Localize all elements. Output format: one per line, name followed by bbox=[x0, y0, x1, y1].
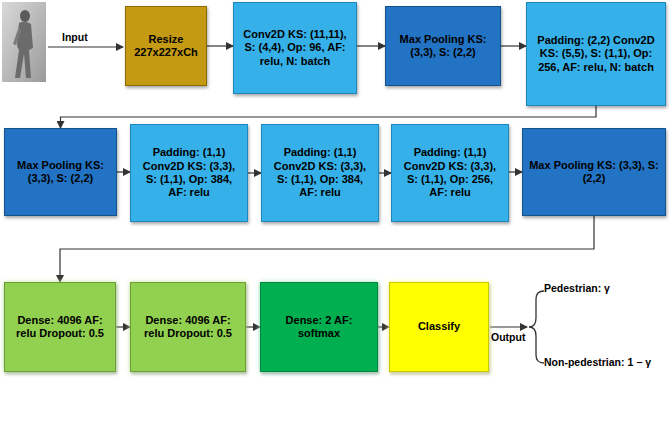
class-label: Non-pedestrian: 1 − γ bbox=[544, 356, 651, 369]
node-label: Dense: 4096 AF: relu Dropout: 0.5 bbox=[10, 314, 110, 341]
node-label: Max Pooling KS: (3,3), S: (2,2) bbox=[528, 159, 660, 186]
node-label: Dense: 2 AF: softmax bbox=[266, 314, 372, 341]
dense-box: Dense: 4096 AF: relu Dropout: 0.5 bbox=[130, 282, 246, 372]
output-arrow bbox=[490, 326, 527, 327]
node-text-group: Padding: (1,1) Conv2D KS: (3,3), S: (1,1… bbox=[397, 146, 503, 200]
node-label: Conv2D KS: (11,11), S: (4,4), Op: 96, AF… bbox=[239, 28, 351, 68]
flow-arrow bbox=[117, 171, 130, 172]
node-label: Padding: (1,1) Conv2D KS: (3,3), S: (1,1… bbox=[136, 146, 242, 200]
softmax-box: Dense: 2 AF: softmax bbox=[260, 282, 378, 372]
flow-arrow bbox=[378, 326, 389, 327]
flow-arrow bbox=[379, 172, 391, 173]
node-label: Dense: 4096 AF: relu Dropout: 0.5 bbox=[136, 314, 240, 341]
node-text-group: Max Pooling KS: (3,3), S: (2,2) bbox=[10, 159, 111, 186]
node-text-group: Dense: 4096 AF: relu Dropout: 0.5 bbox=[10, 314, 110, 341]
resize-box: Resize 227x227xCh bbox=[125, 6, 207, 86]
conv-box: Padding: (1,1) Conv2D KS: (3,3), S: (1,1… bbox=[130, 124, 248, 222]
output-label: Output bbox=[491, 331, 525, 344]
node-text-group: Padding: (1,1) Conv2D KS: (3,3), S: (1,1… bbox=[267, 146, 373, 200]
input-arrow bbox=[48, 46, 123, 47]
output-brace bbox=[529, 291, 544, 363]
flow-arrow bbox=[207, 45, 233, 46]
node-text-group: Max Pooling KS: (3,3), S: (2,2) bbox=[528, 159, 660, 186]
conv-box: Padding: (2,2) Conv2D KS: (5,5), S: (1,1… bbox=[526, 2, 666, 106]
flow-arrow bbox=[357, 45, 385, 46]
pooling-box: Max Pooling KS: (3,3), S: (2,2) bbox=[4, 128, 117, 216]
node-text-group: Classify bbox=[418, 320, 460, 333]
conv-box: Padding: (1,1) Conv2D KS: (3,3), S: (1,1… bbox=[261, 124, 379, 222]
pooling-box: Max Pooling KS: (3,3), S: (2,2) bbox=[385, 6, 501, 86]
node-text-group: Padding: (1,1) Conv2D KS: (3,3), S: (1,1… bbox=[136, 146, 242, 200]
node-text-group: Dense: 4096 AF: relu Dropout: 0.5 bbox=[136, 314, 240, 341]
node-label: Resize 227x227xCh bbox=[131, 33, 201, 60]
flow-arrow bbox=[60, 216, 594, 282]
classify-box: Classify bbox=[389, 282, 489, 372]
flow-arrow bbox=[116, 326, 130, 327]
class-label: Pedestrian: γ bbox=[544, 282, 610, 295]
node-label: Classify bbox=[418, 320, 460, 333]
dense-box: Dense: 4096 AF: relu Dropout: 0.5 bbox=[4, 282, 116, 372]
flow-arrow bbox=[501, 45, 526, 46]
node-text-group: Resize 227x227xCh bbox=[131, 33, 201, 60]
node-text-group: Dense: 2 AF: softmax bbox=[266, 314, 372, 341]
conv-box: Padding: (1,1) Conv2D KS: (3,3), S: (1,1… bbox=[391, 124, 509, 222]
node-text-group: Conv2D KS: (11,11), S: (4,4), Op: 96, AF… bbox=[239, 28, 351, 68]
pedestrian-thumbnail bbox=[2, 2, 46, 82]
flow-arrow bbox=[246, 326, 260, 327]
node-label: Padding: (1,1) Conv2D KS: (3,3), S: (1,1… bbox=[267, 146, 373, 200]
node-text-group: Padding: (2,2) Conv2D KS: (5,5), S: (1,1… bbox=[532, 34, 660, 74]
node-text-group: Max Pooling KS: (3,3), S: (2,2) bbox=[391, 33, 495, 60]
conv-box: Conv2D KS: (11,11), S: (4,4), Op: 96, AF… bbox=[233, 2, 357, 94]
pooling-box: Max Pooling KS: (3,3), S: (2,2) bbox=[522, 128, 666, 216]
node-label: Padding: (1,1) Conv2D KS: (3,3), S: (1,1… bbox=[397, 146, 503, 200]
flow-arrow bbox=[248, 172, 261, 173]
input-label: Input bbox=[62, 31, 88, 44]
flow-arrow bbox=[509, 171, 522, 172]
node-label: Max Pooling KS: (3,3), S: (2,2) bbox=[10, 159, 111, 186]
node-label: Max Pooling KS: (3,3), S: (2,2) bbox=[391, 33, 495, 60]
node-label: Padding: (2,2) Conv2D KS: (5,5), S: (1,1… bbox=[532, 34, 660, 74]
